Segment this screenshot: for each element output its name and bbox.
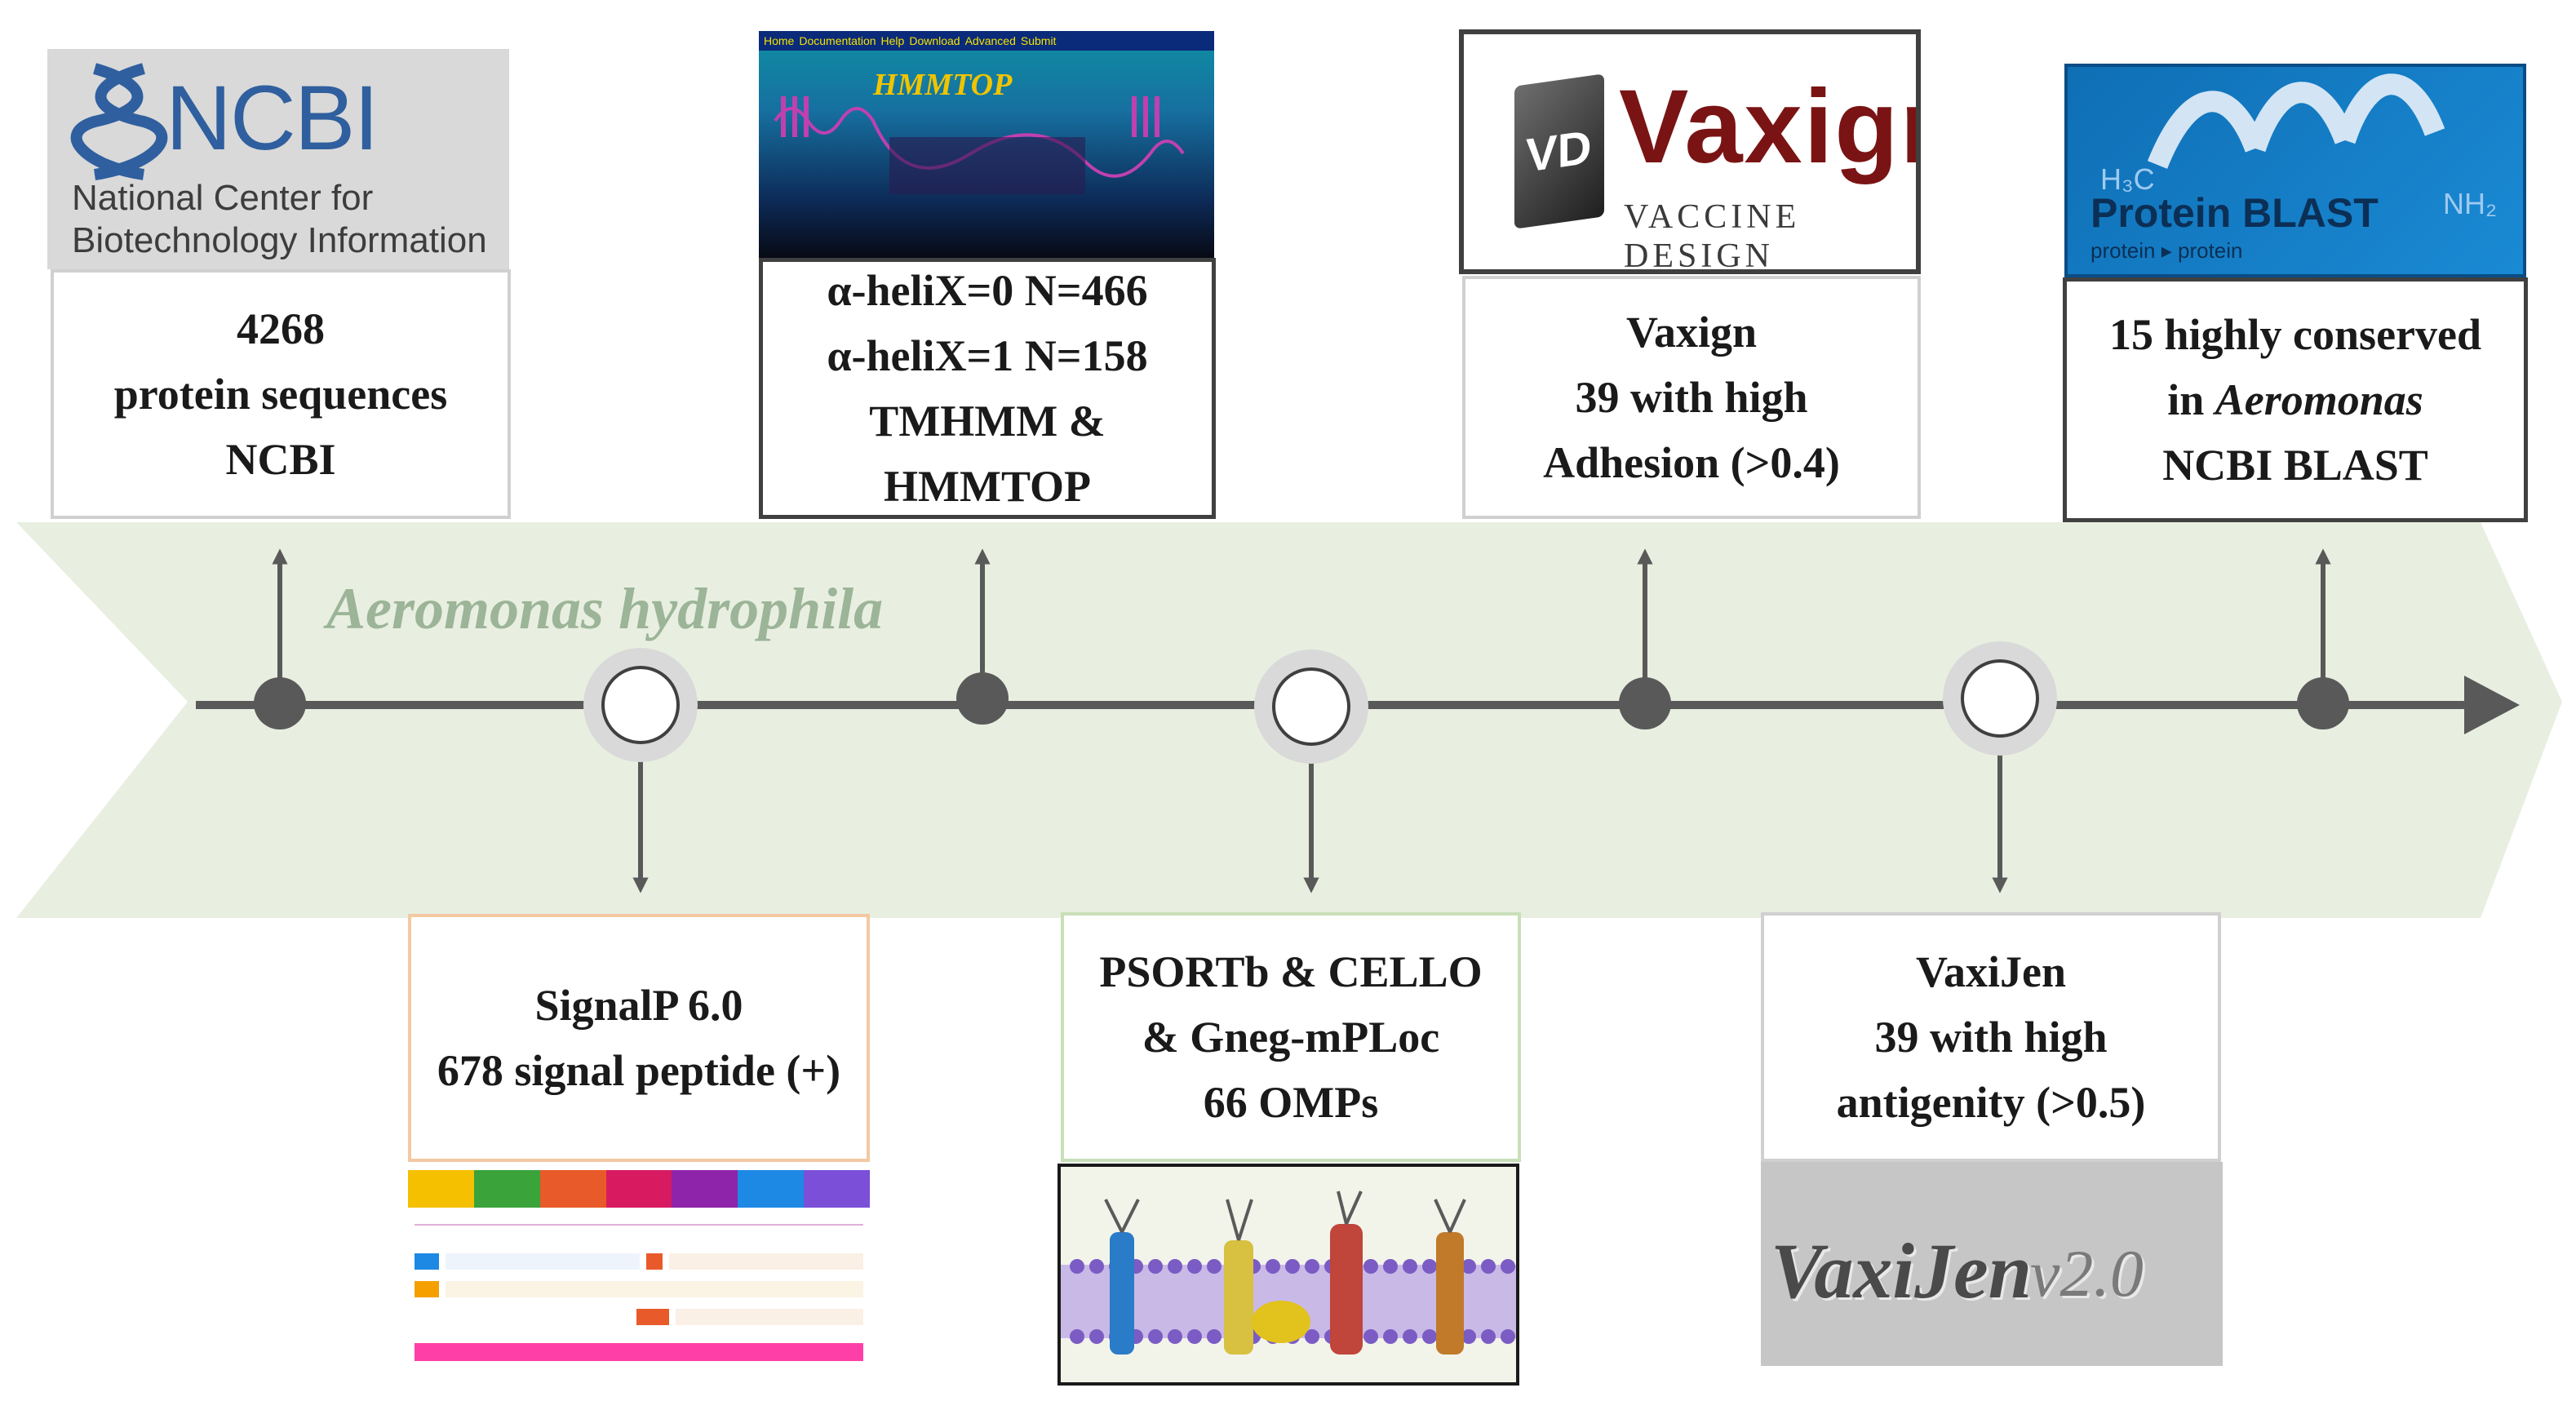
step-vaxijen-line3: antigenity (>0.5)	[1836, 1078, 2146, 1127]
step-box-vaxijen: VaxiJen 39 with high antigenity (>0.5)	[1761, 912, 2221, 1162]
step-box-ncbi: 4268 protein sequences NCBI	[51, 269, 511, 519]
band-title: Aeromonas hydrophila	[323, 576, 883, 641]
step-signalp-line2: 678 signal peptide (+)	[437, 1046, 841, 1095]
step-vaxign-line2: 39 with high	[1575, 373, 1808, 422]
hmmtop-menu: Home Documentation Help Download Advance…	[759, 31, 1214, 51]
vaxign-tagline: VACCINE DESIGN	[1624, 198, 1801, 274]
svg-text:NH₂: NH₂	[2443, 187, 2497, 220]
hmmtop-menu-submit: Submit	[1020, 34, 1057, 47]
step-vaxijen-line1: VaxiJen	[1915, 947, 2067, 996]
membrane-icon	[1061, 1191, 1516, 1355]
step-psortb-line2: & Gneg-mPLoc	[1142, 1013, 1440, 1062]
step-blast-line3: NCBI BLAST	[2162, 441, 2428, 490]
node-vaxign	[1619, 677, 1671, 729]
signalp-screenshot	[408, 1170, 870, 1386]
vaxijen-version: v2.0	[2030, 1236, 2144, 1310]
step-blast-line2: in Aeromonas	[2167, 375, 2423, 424]
node-hmmtop	[956, 672, 1009, 725]
step-box-vaxign: Vaxign 39 with high Adhesion (>0.4)	[1462, 276, 1921, 519]
step-vaxijen-line2: 39 with high	[1874, 1013, 2108, 1062]
protein-helix-icon: H₃C NH₂	[2100, 73, 2497, 220]
ncbi-line2: Biotechnology Information	[72, 220, 487, 260]
step-ncbi-line2: protein sequences	[113, 370, 448, 419]
vaxijen-logo: VaxiJen v2.0	[1761, 1162, 2223, 1366]
membrane-illustration	[1057, 1164, 1519, 1386]
hmmtop-menu-home: Home	[764, 34, 795, 47]
dna-helix-icon	[70, 63, 168, 180]
membrane-helix-icon	[774, 96, 1185, 194]
vaxign-logo: VD Vaxign VACCINE DESIGN	[1459, 29, 1921, 274]
step-ncbi-line1: 4268	[237, 304, 325, 353]
step-psortb-line1: PSORTb & CELLO	[1099, 947, 1483, 996]
hmmtop-menu-download: Download	[909, 34, 960, 47]
signalp-color-bar	[408, 1170, 870, 1208]
hmmtop-menu-advanced: Advanced	[964, 34, 1016, 47]
step-ncbi-line3: NCBI	[225, 435, 336, 484]
node-blast	[2297, 677, 2349, 729]
step-signalp-line1: SignalP 6.0	[534, 981, 743, 1030]
step-psortb-line3: 66 OMPs	[1203, 1078, 1379, 1127]
ncbi-line1: National Center for	[72, 178, 374, 218]
hmmtop-menu-help: Help	[880, 34, 905, 47]
blast-subtitle: protein ▸ protein	[2091, 238, 2243, 263]
node-psortb	[1254, 650, 1368, 764]
node-signalp	[583, 648, 698, 762]
svg-text:H₃C: H₃C	[2100, 162, 2155, 196]
vaxign-mark-icon: VD	[1514, 73, 1604, 229]
step-vaxign-line3: Adhesion (>0.4)	[1543, 438, 1840, 487]
step-box-signalp: SignalP 6.0 678 signal peptide (+)	[408, 914, 870, 1162]
step-hmmtop-line2: α-heliX=1 N=158	[827, 331, 1148, 380]
node-vaxijen	[1943, 641, 2057, 756]
step-box-hmmtop: α-heliX=0 N=466 α-heliX=1 N=158 TMHMM & …	[759, 258, 1216, 519]
ncbi-wordmark: NCBI	[166, 67, 379, 169]
step-hmmtop-line1: α-heliX=0 N=466	[827, 266, 1148, 315]
node-ncbi	[254, 677, 306, 729]
step-hmmtop-line3: TMHMM &	[869, 397, 1106, 446]
vaxign-wordmark: Vaxign	[1619, 69, 1916, 185]
protein-blast-logo: H₃C NH₂ Protein BLAST protein ▸ protein	[2064, 64, 2526, 277]
timeline-arrowhead	[2464, 676, 2520, 734]
step-box-psortb: PSORTb & CELLO & Gneg-mPLoc 66 OMPs	[1061, 912, 1521, 1162]
vaxijen-wordmark: VaxiJen	[1771, 1227, 2033, 1315]
step-hmmtop-line4: HMMTOP	[884, 462, 1091, 511]
hmmtop-menu-documentation: Documentation	[799, 34, 876, 47]
hmmtop-title: HMMTOP	[873, 68, 1013, 102]
step-box-blast: 15 highly conserved in Aeromonas NCBI BL…	[2063, 277, 2528, 522]
step-vaxign-line1: Vaxign	[1625, 308, 1758, 357]
step-blast-line1: 15 highly conserved	[2108, 310, 2482, 359]
hmmtop-screenshot: Home Documentation Help Download Advance…	[759, 31, 1214, 258]
blast-title: Protein BLAST	[2091, 190, 2379, 236]
ncbi-logo: NCBI National Center for Biotechnology I…	[47, 49, 509, 269]
